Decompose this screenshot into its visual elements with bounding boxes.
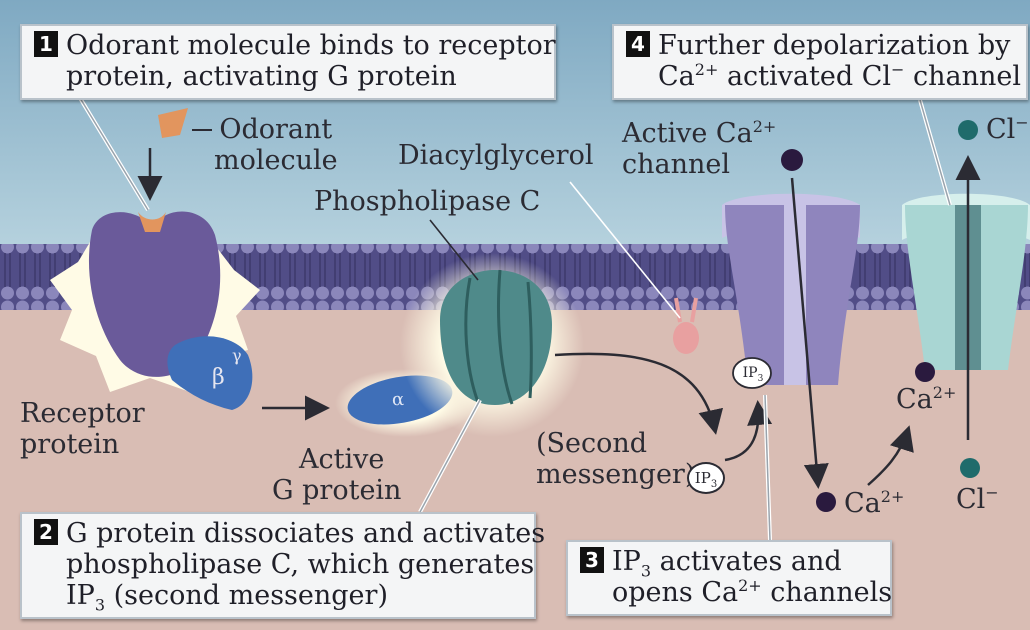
step-4-number: 4 (626, 31, 650, 57)
step-4-callout: 4 Further depolarization by Ca2+ activate… (612, 24, 1028, 100)
ip3-bound-sub: 3 (758, 374, 764, 384)
cl-top-text: Cl (986, 114, 1015, 145)
step-1-number: 1 (34, 31, 58, 57)
step-3-line1-b: activates and (651, 546, 842, 577)
step-3-number: 3 (580, 547, 604, 573)
step-4-line2-b: activated Cl (718, 61, 891, 92)
calcium-ion-bound (915, 362, 935, 382)
active-g-protein-label: Active G protein (272, 444, 401, 506)
active-ca-channel-label: Active Ca2+ channel (622, 118, 776, 180)
step-2-line2: phospholipase C, which generates (34, 549, 524, 580)
step-2-line3-b: (second messenger) (105, 580, 388, 611)
second-messenger-line1: (Second (536, 428, 695, 459)
active-ca-label-sup: 2+ (753, 117, 777, 136)
active-ca-label-line2: channel (622, 149, 776, 180)
calcium-inside-label: Ca2+ (844, 488, 904, 519)
step-3-line2-b: channels (762, 577, 892, 608)
step-2-line3-a: IP (66, 580, 95, 611)
odorant-label: Odorant molecule (214, 114, 338, 176)
step-2-line3-sub: 3 (95, 595, 105, 614)
ip3-badge-text: IP (695, 469, 711, 487)
odorant-label-line1: Odorant (214, 114, 338, 145)
cl-bottom-sup: − (985, 483, 998, 502)
phospholipase-c (400, 253, 584, 437)
step-3-line2-a: opens Ca (612, 577, 738, 608)
receptor-label-line2: protein (20, 429, 145, 460)
alpha-subunit-label: α (392, 384, 404, 415)
step-1-line1: Odorant molecule binds to receptor (66, 30, 556, 61)
second-messenger-line2: messenger) (536, 459, 695, 490)
receptor-protein-label: Receptor protein (20, 398, 145, 460)
step-4-line2-a: Ca (658, 61, 695, 92)
ca-inside-text: Ca (896, 384, 933, 415)
ip3-bound-text: IP (743, 365, 758, 381)
ip3-messenger-badge: IP3 (687, 462, 725, 494)
beta-subunit-label: β (212, 362, 225, 393)
step-4-line2-c: channel (904, 61, 1021, 92)
chloride-ion-outside (958, 120, 978, 140)
calcium-ion-inside-right (816, 492, 836, 512)
odorant-label-line2: molecule (214, 145, 338, 176)
cl-bottom-text: Cl (956, 484, 985, 515)
ip3-badge-sub: 3 (711, 479, 717, 490)
ca-inside-sup: 2+ (933, 383, 957, 402)
step-2-number: 2 (34, 519, 58, 545)
step-1-callout: 1 Odorant molecule binds to receptor prot… (20, 24, 556, 100)
step-4-line1: Further depolarization by (658, 30, 1010, 61)
second-messenger-label: (Second messenger) (536, 428, 695, 490)
step-3-line1-a: IP (612, 546, 641, 577)
step-2-line1: G protein dissociates and activates (66, 518, 545, 549)
step-4-line2-sup2: − (891, 60, 904, 79)
active-g-label-line2: G protein (272, 475, 401, 506)
phospholipase-c-label: Phospholipase C (314, 186, 540, 217)
ca-right-sup: 2+ (881, 487, 905, 506)
ip3-bound-badge-label: IP3 (738, 361, 768, 385)
chloride-inside-label: Cl− (956, 484, 999, 515)
cl-top-sup: − (1015, 113, 1028, 132)
active-ca-label-a: Active Ca (622, 118, 753, 149)
step-3-line2-sup: 2+ (738, 576, 762, 595)
diacylglycerol-label: Diacylglycerol (398, 140, 593, 171)
step-1-line2: protein, activating G protein (34, 61, 544, 92)
active-g-label-line1: Active (272, 444, 401, 475)
gamma-subunit-label: γ (232, 340, 242, 371)
calcium-ion-outside (781, 149, 803, 171)
calcium-bound-label: Ca2+ (896, 384, 956, 415)
step-4-line2-sup: 2+ (695, 60, 719, 79)
ca-right-text: Ca (844, 488, 881, 519)
chloride-outside-label: Cl− (986, 114, 1029, 145)
receptor-label-line1: Receptor (20, 398, 145, 429)
chloride-ion-inside (960, 458, 980, 478)
